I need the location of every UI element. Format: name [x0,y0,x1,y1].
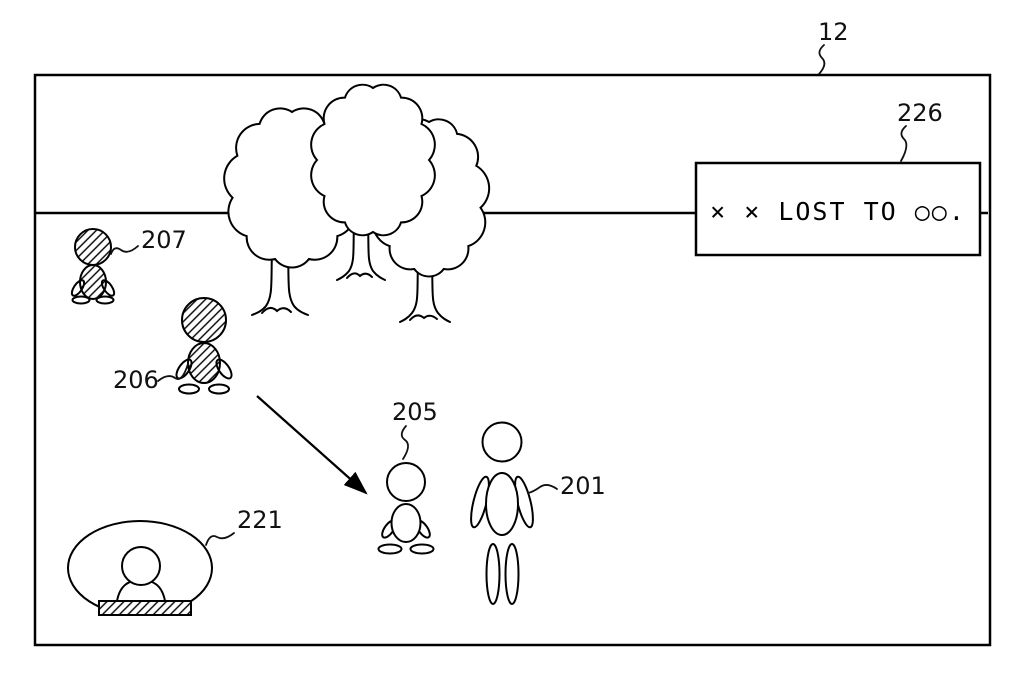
label-207: 207 [141,226,187,254]
tree-middle-canopy [310,83,436,237]
dome-person-head [121,546,161,586]
character-205 [377,462,435,555]
label-226: 226 [897,99,943,127]
character-207-foot-right [95,295,115,305]
pointing-arrow [256,395,368,495]
tree-left-trunk [251,249,309,316]
character-206-foot-right [208,383,230,395]
character-207 [70,228,116,305]
label-206: 206 [113,366,159,394]
leader-206 [157,363,189,382]
tree-middle-trunk [336,223,386,281]
label-12: 12 [818,18,849,46]
label-205: 205 [392,398,438,426]
notice-box-frame [694,161,982,257]
dome-221 [67,520,213,616]
leader-226 [900,125,908,162]
character-201-leg-left [485,543,501,605]
notice-box: × × LOST TO ○○. [694,161,982,257]
character-207-foot-left [71,295,91,305]
character-201 [470,421,534,605]
character-201-head [481,421,523,463]
character-206-head [181,297,227,343]
dome-base [98,600,192,616]
character-201-leg-right [504,543,520,605]
character-201-torso [485,472,519,536]
character-206 [175,297,233,395]
notice-text: × × LOST TO ○○. [710,197,966,226]
character-206-body [187,342,221,384]
reference-labels: 12 226 207 206 205 201 221 [110,18,943,546]
label-221: 221 [237,506,283,534]
label-201: 201 [560,472,606,500]
character-207-body [79,264,107,300]
leader-205 [400,425,409,460]
leader-207 [110,245,139,255]
character-205-body [390,503,422,543]
character-205-head [386,462,426,502]
character-206-foot-left [178,383,200,395]
leader-221 [205,532,235,546]
tree-right-trunk [399,263,451,323]
leader-12 [818,44,826,75]
character-207-head [74,228,112,266]
tree-group [223,83,491,323]
leader-201 [527,484,558,494]
character-205-foot-right [409,543,435,555]
character-205-foot-left [377,543,403,555]
